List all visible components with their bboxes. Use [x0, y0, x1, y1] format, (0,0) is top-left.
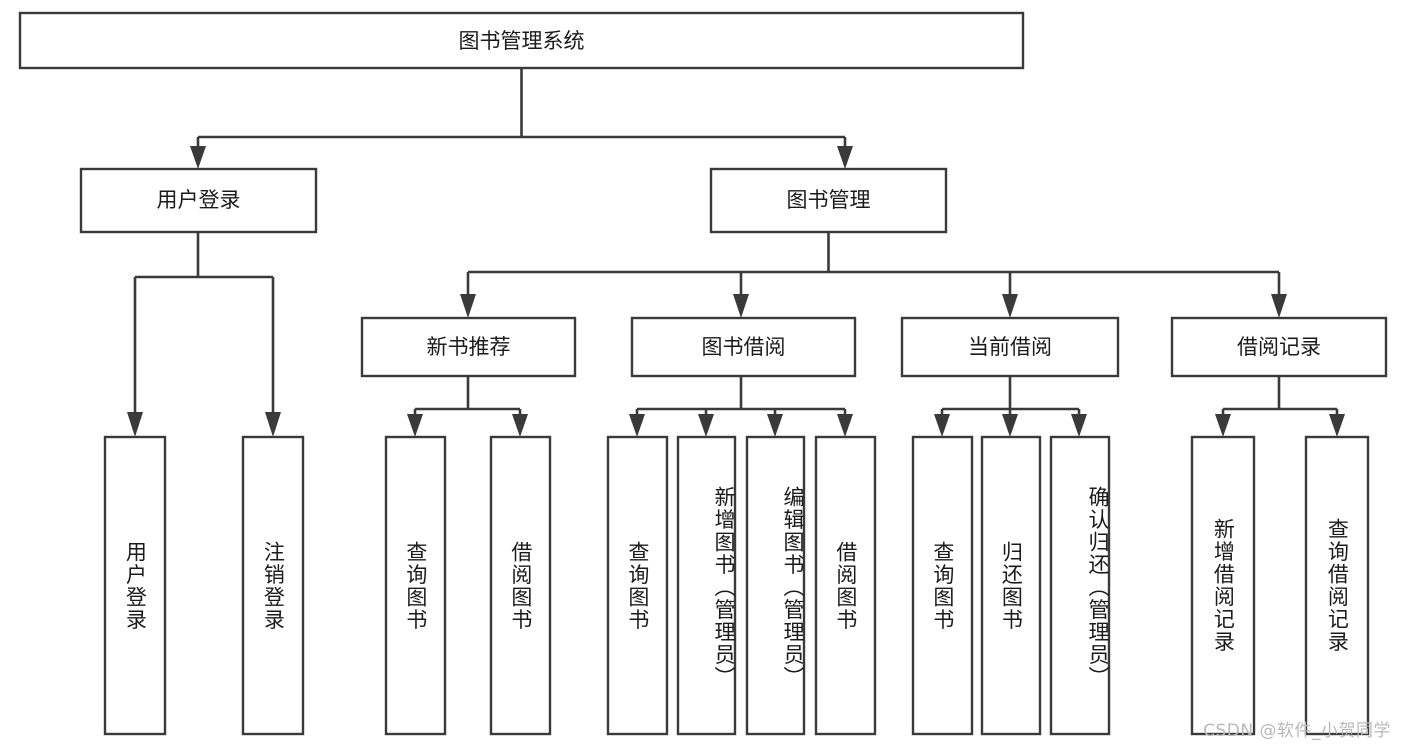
arrowhead-leaf-add-record — [1215, 414, 1231, 437]
arrowhead-leaf-add-book — [698, 414, 714, 437]
node-book-manage[interactable]: 图书管理 — [709, 167, 948, 234]
node-book-manage-box[interactable] — [709, 167, 948, 234]
node-book-manage-label: 图书管理 — [787, 188, 871, 212]
node-new-book-rec[interactable]: 新书推荐 — [360, 316, 577, 378]
arrowhead-leaf-confirm-return — [1071, 414, 1087, 437]
arrowhead-borrow-record — [1271, 294, 1287, 318]
arrowhead-user-login — [190, 146, 206, 169]
node-current-borrow-box[interactable] — [900, 316, 1120, 378]
arrowhead-leaf-borrow-book-1 — [512, 414, 528, 437]
arrowhead-current-borrow — [1002, 294, 1018, 318]
node-book-borrow[interactable]: 图书借阅 — [630, 316, 857, 378]
leaf-query-book-3-box[interactable] — [911, 435, 974, 736]
arrowhead-leaf-query-record — [1329, 414, 1345, 437]
arrowhead-leaf-query-book-1 — [407, 414, 423, 437]
node-borrow-record[interactable]: 借阅记录 — [1170, 316, 1388, 378]
leaf-query-record-box[interactable] — [1304, 435, 1370, 736]
leaf-borrow-book-2-box[interactable] — [814, 435, 877, 736]
leaf-confirm-return-box[interactable] — [1049, 435, 1111, 736]
leaf-query-book-2-box[interactable] — [606, 435, 669, 736]
node-new-book-rec-box[interactable] — [360, 316, 577, 378]
leaf-add-record-box[interactable] — [1190, 435, 1256, 736]
arrowhead-leaf-user-logout — [265, 412, 281, 437]
arrowhead-leaf-borrow-book-2 — [837, 414, 853, 437]
leaf-user-logout-box[interactable] — [241, 435, 305, 736]
arrowhead-book-manage — [837, 146, 853, 169]
node-borrow-record-box[interactable] — [1170, 316, 1388, 378]
node-user-login-label: 用户登录 — [157, 188, 241, 212]
node-book-borrow-label: 图书借阅 — [702, 335, 786, 359]
arrowhead-leaf-user-login — [127, 412, 143, 437]
node-user-login-box[interactable] — [79, 167, 318, 234]
node-current-borrow[interactable]: 当前借阅 — [900, 316, 1120, 378]
node-root-box[interactable] — [18, 11, 1025, 70]
arrowhead-leaf-query-book-2 — [629, 414, 645, 437]
leaf-add-book-box[interactable] — [676, 435, 737, 736]
arrowhead-new-book-rec — [460, 294, 476, 318]
node-user-login[interactable]: 用户登录 — [79, 167, 318, 234]
leaf-edit-book-box[interactable] — [745, 435, 806, 736]
node-new-book-rec-label: 新书推荐 — [427, 335, 511, 359]
arrowhead-book-borrow — [733, 294, 749, 318]
leaf-return-book-box[interactable] — [980, 435, 1042, 736]
connector-group — [127, 68, 1345, 437]
leaf-user-login-box[interactable] — [103, 435, 167, 736]
node-borrow-record-label: 借阅记录 — [1237, 335, 1321, 359]
leaf-query-book-1-box[interactable] — [384, 435, 447, 736]
node-current-borrow-label: 当前借阅 — [968, 335, 1052, 359]
arrowhead-leaf-query-book-3 — [934, 414, 950, 437]
leaf-box-group — [103, 435, 1370, 736]
node-root[interactable]: 图书管理系统 — [18, 11, 1025, 70]
node-book-borrow-box[interactable] — [630, 316, 857, 378]
arrowhead-leaf-return-book — [1002, 414, 1018, 437]
leaf-borrow-book-1-box[interactable] — [489, 435, 552, 736]
arrowhead-leaf-edit-book — [767, 414, 783, 437]
node-root-label: 图书管理系统 — [459, 29, 585, 53]
csdn-watermark: CSDN @软件_小贺同学 — [1203, 721, 1391, 741]
